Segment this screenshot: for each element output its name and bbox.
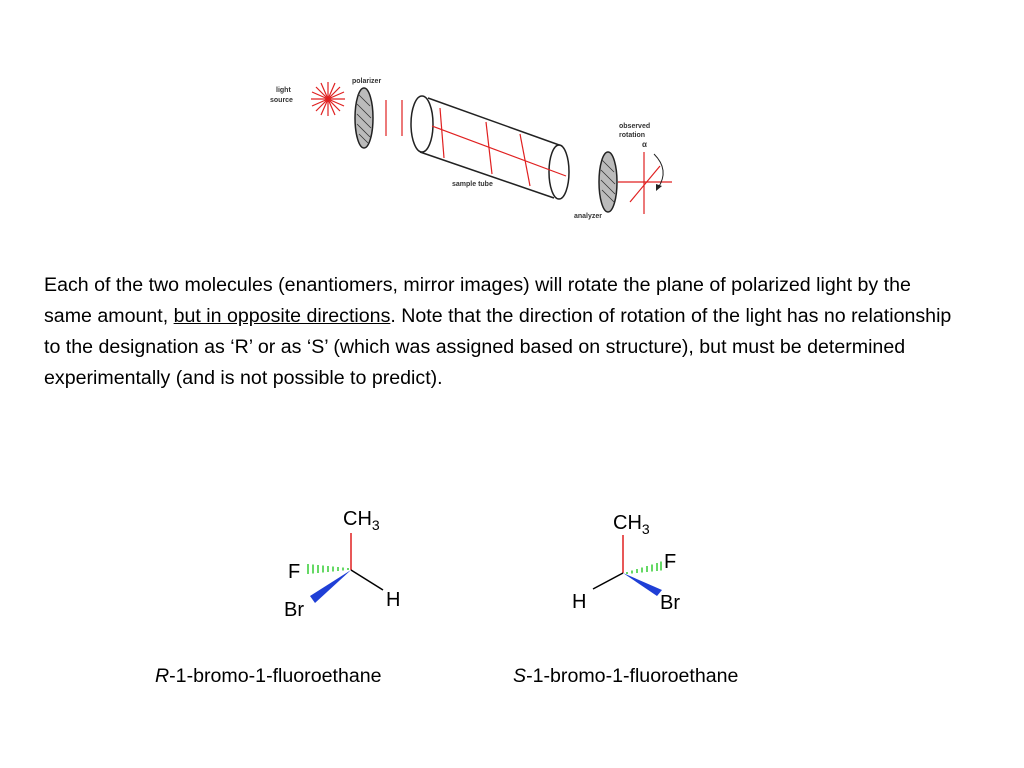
rotation-arrows bbox=[618, 152, 672, 214]
paragraph-part-1: Each of the two molecules (enantiomers, … bbox=[44, 274, 911, 327]
polarimeter-diagram: light source polarizer bbox=[270, 78, 672, 220]
polarizer-label: polarizer bbox=[352, 78, 381, 85]
r-wedge-bond bbox=[310, 570, 351, 603]
r-hash-bond bbox=[307, 564, 349, 574]
light-source-icon bbox=[311, 82, 345, 116]
caption-s: S-1-bromo-1-fluoroethane bbox=[513, 665, 738, 688]
s-br-label: Br bbox=[660, 592, 680, 614]
caption-r-rest: -1-bromo-1-fluoroethane bbox=[169, 665, 382, 687]
r-ch3-label: CH3 bbox=[343, 508, 380, 533]
s-hash-bond bbox=[626, 561, 662, 574]
s-wedge-bond bbox=[623, 573, 662, 596]
analyzer-icon bbox=[598, 151, 618, 213]
s-h-bond bbox=[592, 572, 624, 590]
light-source-label-2: source bbox=[270, 97, 293, 104]
s-h-label: H bbox=[572, 591, 586, 613]
s-f-label: F bbox=[664, 551, 676, 573]
rotation-curve-arrow bbox=[653, 153, 664, 189]
sample-tube-icon bbox=[410, 95, 570, 200]
observed-rotation-label-2: rotation bbox=[619, 132, 645, 139]
caption-r: R-1-bromo-1-fluoroethane bbox=[155, 665, 382, 688]
s-ch3-label: CH3 bbox=[613, 512, 650, 537]
explanation-paragraph: Each of the two molecules (enantiomers, … bbox=[44, 270, 959, 394]
molecule-r-structure: CH3 F Br H bbox=[284, 508, 400, 621]
polarized-light-arrows bbox=[385, 100, 403, 136]
caption-s-rest: -1-bromo-1-fluoroethane bbox=[526, 665, 739, 687]
analyzer-label: analyzer bbox=[574, 213, 602, 220]
r-f-label: F bbox=[288, 561, 300, 583]
light-source-label: light bbox=[276, 87, 291, 94]
sample-tube-label: sample tube bbox=[452, 181, 493, 188]
rotation-curve-arrowhead bbox=[656, 184, 662, 191]
r-h-bond bbox=[350, 569, 384, 591]
tube-light-arrows bbox=[431, 107, 567, 187]
observed-rotation-label: observed bbox=[619, 123, 650, 130]
paragraph-underlined-text: but in opposite directions bbox=[173, 305, 391, 327]
alpha-label: α bbox=[642, 140, 647, 149]
molecule-s-structure: CH3 F Br H bbox=[572, 512, 680, 614]
paragraph-part-2: . Note that the direction of rotation of… bbox=[44, 305, 952, 389]
caption-r-prefix: R bbox=[155, 665, 170, 687]
caption-s-prefix: S bbox=[513, 665, 527, 687]
r-br-label: Br bbox=[284, 599, 304, 621]
r-h-label: H bbox=[386, 589, 400, 611]
polarizer-icon bbox=[354, 87, 374, 149]
